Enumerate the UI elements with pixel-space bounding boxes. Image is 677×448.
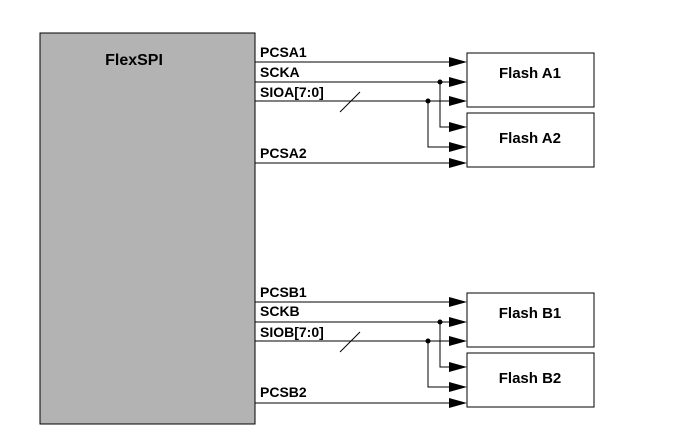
port-b-group: Flash B1 Flash B2 PCSB1 SCKB SIOB[7:0] P… xyxy=(255,284,595,408)
arrow-scka-branch xyxy=(449,122,467,132)
bus-slash-siob xyxy=(339,331,361,353)
flash-b1-box xyxy=(466,292,595,348)
flash-b2-label: Flash B2 xyxy=(499,370,562,387)
controller-label: FlexSPI xyxy=(105,52,163,69)
flexspi-controller-block xyxy=(39,32,256,425)
junction-sioa xyxy=(425,98,431,104)
arrow-scka xyxy=(449,77,467,87)
arrow-pcsb1 xyxy=(449,297,467,307)
flash-a2-label: Flash A2 xyxy=(499,130,561,147)
wire-sckb-branch xyxy=(439,322,452,368)
flash-a1-box xyxy=(466,52,595,108)
arrow-sioa xyxy=(449,96,467,106)
signal-label-pcsa1: PCSA1 xyxy=(260,44,307,60)
arrow-pcsb2 xyxy=(449,398,467,408)
arrow-pcsa2 xyxy=(449,158,467,168)
junction-siob xyxy=(425,338,431,344)
signal-label-siob: SIOB[7:0] xyxy=(260,324,324,340)
signal-label-sckb: SCKB xyxy=(260,303,300,319)
flash-b2-box xyxy=(466,352,595,408)
junction-sckb xyxy=(437,319,443,325)
arrow-sckb xyxy=(449,317,467,327)
junction-scka xyxy=(437,79,443,85)
port-a-group: Flash A1 Flash A2 PCSA1 SCKA SIOA[7:0] P… xyxy=(255,44,595,168)
signal-label-pcsb2: PCSB2 xyxy=(260,384,307,400)
wire-sioa-branch xyxy=(427,101,452,148)
signal-label-sioa: SIOA[7:0] xyxy=(260,84,324,100)
wire-siob-branch xyxy=(427,341,452,388)
arrow-siob xyxy=(449,336,467,346)
arrow-pcsa1 xyxy=(449,57,467,67)
wire-scka-branch xyxy=(439,82,452,128)
signal-label-pcsa2: PCSA2 xyxy=(260,145,307,161)
flash-a1-label: Flash A1 xyxy=(499,65,561,82)
bus-slash-sioa xyxy=(339,91,361,113)
signal-label-pcsb1: PCSB1 xyxy=(260,284,307,300)
arrow-sioa-branch xyxy=(449,142,467,152)
signal-label-scka: SCKA xyxy=(260,64,300,80)
arrow-sckb-branch xyxy=(449,362,467,372)
flash-b1-label: Flash B1 xyxy=(499,305,562,322)
arrow-siob-branch xyxy=(449,382,467,392)
flash-a2-box xyxy=(466,112,595,168)
